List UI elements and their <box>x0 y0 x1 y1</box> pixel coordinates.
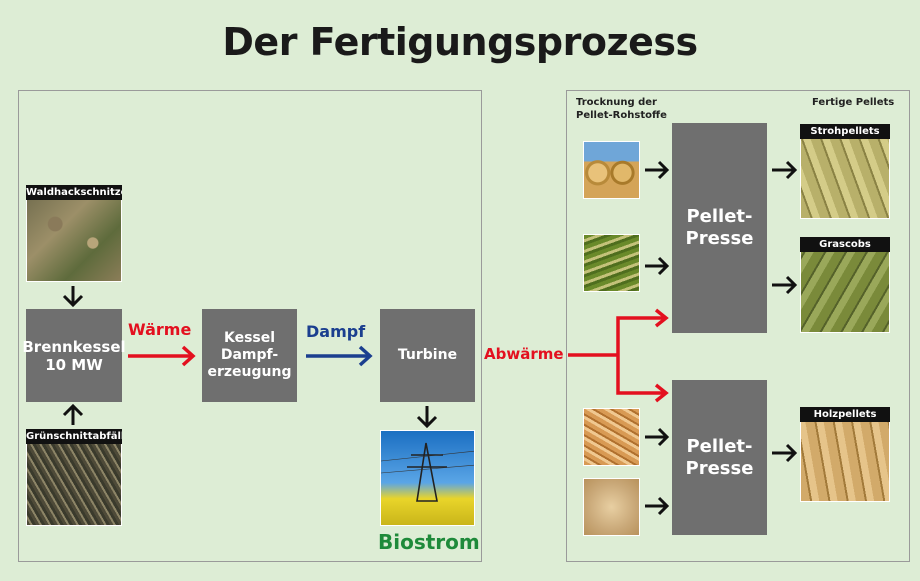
dampf-arrow <box>306 345 373 367</box>
arrow-press-to-grascobs <box>772 275 798 295</box>
straw-bales-photo <box>583 141 640 199</box>
arrow-press-to-strohpellets <box>772 160 798 180</box>
kessel-box: Kessel Dampf- erzeugung <box>202 309 297 402</box>
brennkessel-box: Brennkessel 10 MW <box>22 309 126 402</box>
waerme-label: Wärme <box>128 320 192 339</box>
wood-pellets-photo <box>800 407 890 502</box>
grascobs-caption: Grascobs <box>800 237 890 252</box>
straw-pellets-caption: Strohpellets <box>800 124 890 139</box>
drying-label: Trocknung der Pellet-Rohstoffe <box>576 97 667 121</box>
arrow-woodchips-down <box>62 286 84 308</box>
turbine-box: Turbine <box>380 309 475 402</box>
arrow-greenwaste-up <box>62 403 84 425</box>
finished-pellets-label: Fertige Pellets <box>812 97 895 108</box>
arrow-straw-to-press <box>645 160 670 180</box>
abwaerme-arrow <box>568 308 669 403</box>
biostrom-label: Biostrom <box>378 530 480 554</box>
arrow-press-to-holzpellets <box>772 443 798 463</box>
pellet-press-bottom: Pellet- Presse <box>672 380 767 535</box>
page-title: Der Fertigungsprozess <box>222 20 698 64</box>
green-waste-photo <box>26 429 122 526</box>
wood-pellets-caption: Holzpellets <box>800 407 890 422</box>
power-plant-panel <box>18 90 482 562</box>
grascobs-photo <box>800 237 890 333</box>
abwaerme-label: Abwärme <box>484 345 564 363</box>
arrow-shavings-to-press <box>645 427 670 447</box>
wood-shavings-photo <box>583 408 640 466</box>
power-pylon-icon <box>381 442 474 502</box>
straw-pellets-photo <box>800 124 890 219</box>
sawdust-photo <box>583 478 640 536</box>
arrow-grass-to-press <box>645 256 670 276</box>
dampf-label: Dampf <box>306 322 366 341</box>
arrow-turbine-down <box>416 406 438 429</box>
grass-field-photo <box>583 234 640 292</box>
arrow-sawdust-to-press <box>645 496 670 516</box>
pellet-production-panel <box>566 90 910 562</box>
pellet-press-top: Pellet- Presse <box>672 123 767 333</box>
woodchips-photo <box>26 185 122 282</box>
waerme-arrow <box>128 345 196 367</box>
biostrom-photo <box>380 430 475 526</box>
green-waste-caption: Grünschnittabfälle <box>26 429 122 444</box>
woodchips-caption: Waldhackschnitzel <box>26 185 122 200</box>
